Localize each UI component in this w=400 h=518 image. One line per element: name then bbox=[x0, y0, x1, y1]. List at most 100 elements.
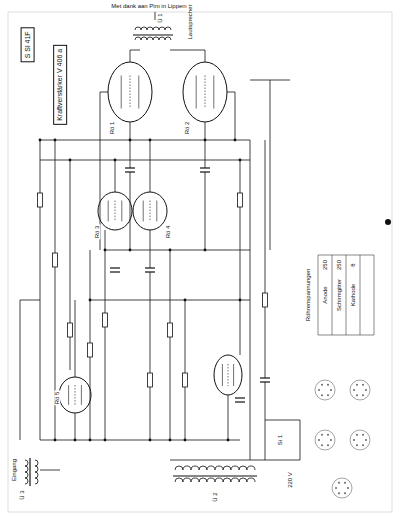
tube-electrode bbox=[81, 385, 82, 405]
transformer-winding bbox=[35, 466, 38, 472]
tube-electrode bbox=[130, 76, 131, 109]
transformer-winding bbox=[159, 27, 165, 30]
junction-dot bbox=[104, 249, 107, 252]
tube-electrode bbox=[196, 76, 197, 109]
tube-electrode bbox=[156, 201, 157, 222]
wire bbox=[75, 413, 76, 440]
tube-electrode bbox=[213, 76, 214, 109]
part-label: Ü 1 bbox=[157, 12, 163, 23]
transformer-winding bbox=[247, 478, 255, 482]
pin-dot bbox=[321, 394, 323, 396]
resistor-symbol bbox=[238, 193, 243, 207]
credit-line: Met dank aan Pim in Lippens bbox=[110, 3, 189, 9]
resistor-symbol bbox=[53, 253, 58, 267]
pin-dot bbox=[321, 384, 323, 386]
transformer-winding bbox=[25, 466, 28, 472]
junction-dot bbox=[184, 299, 187, 302]
tube-electrode bbox=[150, 201, 151, 222]
junction-dot bbox=[104, 439, 107, 442]
transformer-winding bbox=[191, 466, 199, 470]
pin-dot bbox=[330, 389, 332, 391]
table-rule bbox=[346, 255, 347, 335]
transformer-winding bbox=[25, 460, 28, 466]
capacitor-gap bbox=[200, 168, 210, 172]
resistor-symbol bbox=[263, 293, 268, 307]
junction-dot bbox=[239, 159, 242, 162]
tube-electrode bbox=[205, 76, 206, 109]
pin-dot bbox=[356, 434, 358, 436]
transformer-winding bbox=[147, 37, 153, 40]
tube-envelope bbox=[183, 62, 227, 122]
transformer-winding bbox=[165, 27, 171, 30]
pin-dot bbox=[338, 492, 340, 494]
transformer-winding bbox=[191, 478, 199, 482]
wire bbox=[228, 395, 229, 440]
pin-dot bbox=[347, 487, 349, 489]
table-cell: Anode bbox=[322, 285, 328, 304]
transformer-winding bbox=[247, 466, 255, 470]
wire bbox=[40, 160, 250, 161]
transformer-winding bbox=[35, 460, 38, 466]
tube-base-pinout bbox=[315, 380, 335, 400]
table-rule bbox=[318, 255, 374, 256]
tube-electrode bbox=[68, 385, 69, 405]
junction-dot bbox=[74, 439, 77, 442]
junction-dot bbox=[129, 249, 132, 252]
transformer-winding bbox=[207, 478, 215, 482]
pin-dot bbox=[362, 394, 364, 396]
pin-dot bbox=[318, 389, 320, 391]
wire bbox=[90, 300, 250, 301]
wire bbox=[250, 140, 251, 460]
wire bbox=[75, 300, 76, 377]
punch-mark bbox=[385, 219, 391, 225]
pin-dot bbox=[353, 439, 355, 441]
schematic-stroke bbox=[39, 139, 242, 442]
title-box: Kraftverstärker V 406 a bbox=[53, 45, 67, 125]
part-label: Rö 3 bbox=[94, 225, 100, 240]
title-text: Kraftverstärker V 406 a bbox=[56, 49, 64, 121]
wire bbox=[40, 140, 41, 440]
pin-dot bbox=[353, 389, 355, 391]
table-cell: Schirmgitter bbox=[336, 278, 342, 312]
capacitor-gap bbox=[260, 378, 270, 382]
junction-dot bbox=[149, 439, 152, 442]
tube-base-pinout bbox=[332, 478, 352, 498]
transformer-winding bbox=[199, 478, 207, 482]
wire bbox=[130, 122, 131, 250]
junction-dot bbox=[149, 139, 152, 142]
capacitor-symbol bbox=[260, 377, 270, 378]
tube-electrode bbox=[115, 201, 116, 222]
title-text: S Sl 41F bbox=[23, 32, 31, 59]
tube-electrode bbox=[143, 201, 144, 222]
pin-dot bbox=[365, 389, 367, 391]
capacitor-gap bbox=[125, 168, 135, 172]
part-label: Eingang bbox=[11, 458, 17, 482]
transformer-winding bbox=[165, 37, 171, 40]
pin-dot bbox=[327, 394, 329, 396]
pin-dot bbox=[365, 439, 367, 441]
tube-electrode bbox=[121, 201, 122, 222]
pin-dot bbox=[327, 384, 329, 386]
wire bbox=[40, 440, 240, 441]
junction-dot bbox=[204, 249, 207, 252]
transformer-core bbox=[133, 34, 173, 35]
transformer-winding bbox=[223, 466, 231, 470]
capacitor-symbol bbox=[145, 267, 155, 268]
part-label: Rö 5 bbox=[54, 391, 60, 406]
tube-base-pinout bbox=[315, 430, 335, 450]
resistor-symbol bbox=[68, 323, 73, 337]
resistor-symbol bbox=[183, 373, 188, 387]
transformer-winding bbox=[153, 27, 159, 30]
wire bbox=[70, 160, 71, 370]
wire bbox=[270, 80, 271, 250]
tube-base-pinout bbox=[350, 380, 370, 400]
table-cell: 250 bbox=[336, 259, 342, 271]
transformer-winding bbox=[223, 478, 231, 482]
resistor-symbol bbox=[168, 323, 173, 337]
pin-dot bbox=[344, 482, 346, 484]
transformer-winding bbox=[199, 466, 207, 470]
transformer-winding bbox=[135, 27, 141, 30]
wire bbox=[105, 250, 250, 251]
table-cell: 8 bbox=[350, 262, 356, 267]
